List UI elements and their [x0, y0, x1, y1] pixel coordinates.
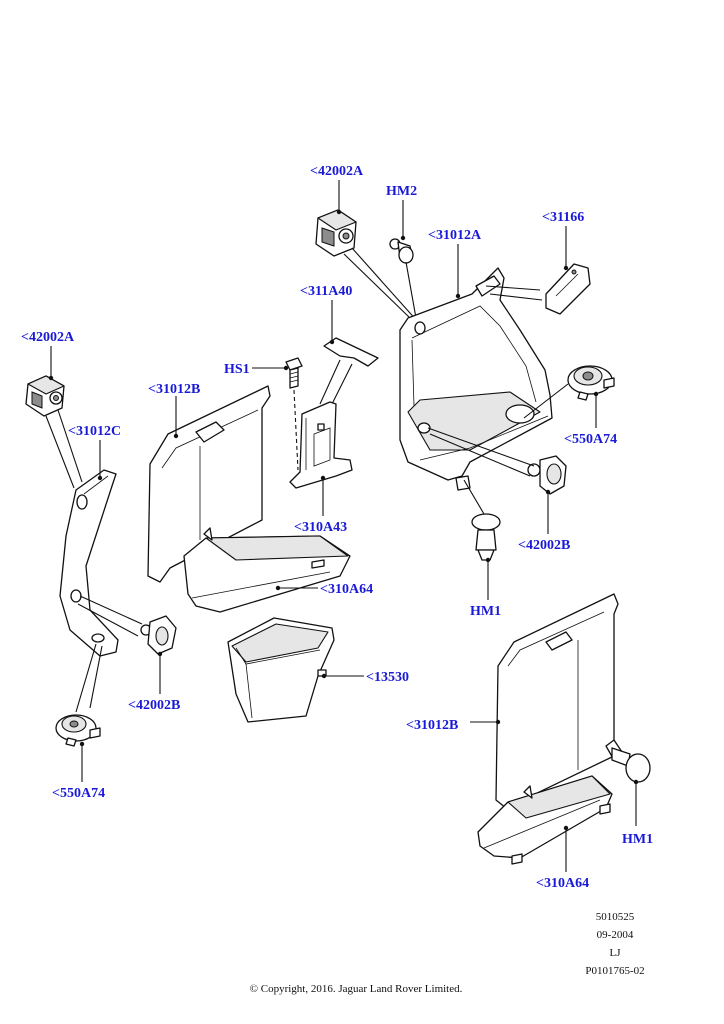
callout-hm2[interactable]: HM2: [386, 184, 418, 199]
callout-31166[interactable]: <31166: [542, 210, 585, 225]
panel-31012a-part: [399, 267, 553, 491]
clip-550a74-left-part: [55, 714, 101, 747]
pushpin-hm1-mid-part: [471, 513, 501, 561]
callout-13530[interactable]: <13530: [366, 670, 409, 685]
callout-310a43[interactable]: <310A43: [294, 520, 348, 535]
callout-hm1-right[interactable]: HM1: [622, 832, 654, 847]
drawing-code: 5010525: [595, 911, 635, 923]
drawing-initials: LJ: [609, 947, 621, 959]
trim-31012c-part: [59, 469, 119, 657]
callout-42002b-right[interactable]: <42002B: [518, 538, 571, 553]
panel-31012b-right-part: [495, 593, 619, 809]
drawing-ref: P0101765-02: [585, 965, 645, 977]
callout-31012c[interactable]: <31012C: [68, 424, 122, 439]
callout-311a40[interactable]: <311A40: [300, 284, 353, 299]
tray-310a64-mid-part: [183, 527, 351, 613]
callout-42002a-left[interactable]: <42002A: [21, 330, 75, 345]
callout-42002b-left[interactable]: <42002B: [128, 698, 181, 713]
bracket-311a40-part: [323, 337, 379, 367]
panel-31012b-left-part: [147, 385, 271, 583]
callout-hm1-mid[interactable]: HM1: [470, 604, 502, 619]
bolt-hs1-part: [285, 357, 303, 389]
screw-hm2-part: [389, 238, 414, 264]
callout-310a64-mid[interactable]: <310A64: [320, 582, 374, 597]
callout-hs1[interactable]: HS1: [224, 362, 250, 377]
callout-310a64-bottom[interactable]: <310A64: [536, 876, 590, 891]
clip-42002b-right-part: [527, 455, 567, 495]
copyright-notice: © Copyright, 2016. Jaguar Land Rover Lim…: [249, 983, 463, 995]
callout-31012b-right[interactable]: <31012B: [406, 718, 459, 733]
callout-31012a[interactable]: <31012A: [428, 228, 482, 243]
clip-42002a-top-part: [315, 209, 357, 257]
callout-550a74-left[interactable]: <550A74: [52, 786, 106, 801]
drawing-date: 09-2004: [596, 929, 634, 941]
callout-550a74-right[interactable]: <550A74: [564, 432, 618, 447]
tray-310a64-bottom-part: [477, 775, 613, 865]
clip-42002a-left-part: [25, 375, 65, 417]
bin-13530-part: [227, 617, 335, 723]
clip-42002b-left-part: [140, 615, 177, 655]
callout-31012b-left[interactable]: <31012B: [148, 382, 201, 397]
callout-42002a-top[interactable]: <42002A: [310, 164, 364, 179]
cover-31166-part: [545, 263, 591, 315]
pushpin-hm1-right-part: [605, 739, 651, 783]
bracket-310a43-part: [289, 401, 353, 489]
clip-550a74-right-part: [567, 365, 615, 401]
